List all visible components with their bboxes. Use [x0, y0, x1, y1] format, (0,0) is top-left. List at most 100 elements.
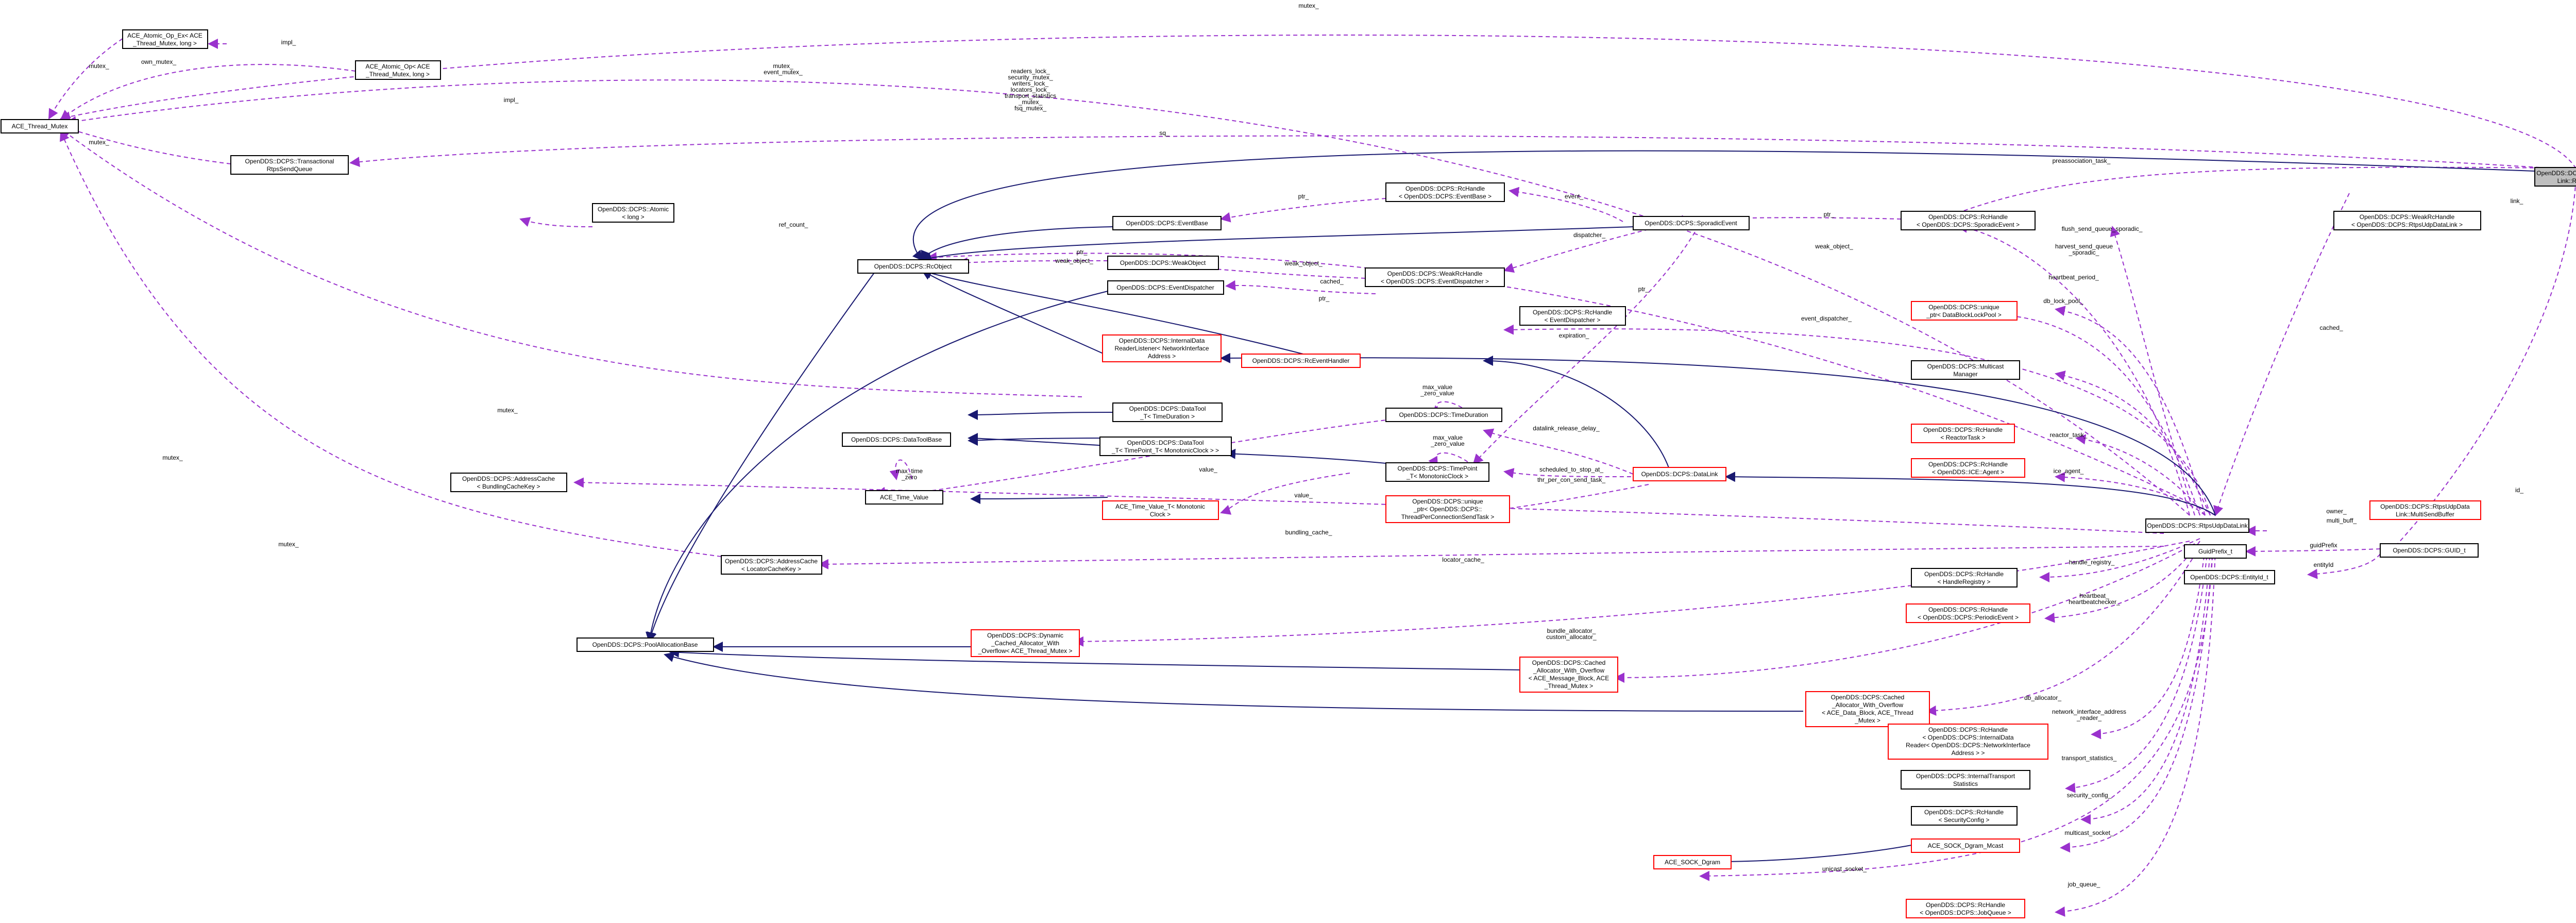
node-datatool-timepoint[interactable]: OpenDDS::DCPS::DataTool _T< TimePoint_T<… — [1099, 437, 1232, 456]
edge-label-max-zero-value: max_value_zero_value — [1420, 383, 1454, 397]
node-address-cache-locator[interactable]: OpenDDS::DCPS::AddressCache < LocatorCac… — [721, 555, 822, 575]
node-atomic-op-ex[interactable]: ACE_Atomic_Op_Ex< ACE _Thread_Mutex, lon… — [122, 29, 208, 49]
node-rtpsudp-reader[interactable]: OpenDDS::DCPS::RtpsUdpData Link::RtpsRea… — [2534, 167, 2576, 187]
node-label: OpenDDS::DCPS::AddressCache — [725, 558, 818, 565]
edge-label-mutex: mutex_ — [89, 62, 109, 70]
node-dynamic-cached-allocator[interactable]: OpenDDS::DCPS::Dynamic _Cached_Allocator… — [971, 629, 1080, 657]
edge-label-mutex: mutex_ — [497, 407, 518, 414]
node-label: OpenDDS::DCPS::WeakRcHandle — [2360, 213, 2455, 221]
edge-label-max-zero-value: max_value_zero_value — [1430, 434, 1465, 447]
node-weakobject[interactable]: OpenDDS::DCPS::WeakObject — [1107, 256, 1219, 270]
node-sporadic-event[interactable]: OpenDDS::DCPS::SporadicEvent — [1633, 216, 1750, 230]
node-ace-time-value-t[interactable]: ACE_Time_Value_T< Monotonic Clock > — [1102, 500, 1219, 520]
node-cached-allocator-message-block[interactable]: OpenDDS::DCPS::Cached _Allocator_With_Ov… — [1519, 657, 1618, 693]
node-rchandle-reactor[interactable]: OpenDDS::DCPS::RcHandle < ReactorTask > — [1911, 424, 2015, 443]
node-eventbase[interactable]: OpenDDS::DCPS::EventBase — [1112, 216, 1222, 230]
node-rchandle-internal-data-reader[interactable]: OpenDDS::DCPS::RcHandle < OpenDDS::DCPS:… — [1888, 724, 2048, 760]
edge-label-expiration: expiration_ — [1559, 332, 1589, 339]
edge-label-heartbeat: heartbeat_heartbeatchecker_ — [2069, 592, 2120, 606]
node-label: ACE_SOCK_Dgram — [1665, 859, 1720, 866]
node-weak-rchandle-link[interactable]: OpenDDS::DCPS::WeakRcHandle < OpenDDS::D… — [2333, 211, 2481, 230]
node-ace-sock-dgram[interactable]: ACE_SOCK_Dgram — [1653, 855, 1732, 869]
node-rchandle-registry[interactable]: OpenDDS::DCPS::RcHandle < HandleRegistry… — [1911, 568, 2018, 588]
node-label: OpenDDS::DCPS::EventDispatcher — [1116, 284, 1214, 291]
node-label: RtpsSendQueue — [267, 165, 313, 173]
node-rtps-udp-datalink[interactable]: OpenDDS::DCPS::RtpsUdpDataLink — [2145, 518, 2249, 533]
edge-label-transport-statistics: transport_statistics_ — [2062, 754, 2117, 762]
edge-label-event: event_ — [1565, 193, 1583, 200]
node-event-dispatcher[interactable]: OpenDDS::DCPS::EventDispatcher — [1107, 280, 1224, 295]
edge-label-handle-registry: handle_registry_ — [2069, 559, 2115, 566]
edge-label-ice-agent: ice_agent_ — [2054, 467, 2084, 475]
node-multicast-manager[interactable]: OpenDDS::DCPS::Multicast Manager — [1911, 360, 2020, 380]
node-label: < OpenDDS::DCPS::EventBase > — [1399, 193, 1492, 200]
node-label: OpenDDS::DCPS::RcHandle — [1928, 213, 2008, 221]
edge-label-network-interface-address-reader: network_interface_address_reader_ — [2052, 708, 2126, 721]
node-label: ThreadPerConnectionSendTask > — [1401, 513, 1494, 521]
node-label: < ReactorTask > — [1940, 434, 1985, 441]
edge-label-weak-object: weak_object_ — [1815, 243, 1853, 250]
edge-label-scheduled-to-stop-at: scheduled_to_stop_at_ — [1539, 466, 1603, 473]
edge-label-mutex: mutex_ — [89, 139, 109, 146]
node-rchandle-periodic[interactable]: OpenDDS::DCPS::RcHandle < OpenDDS::DCPS:… — [1906, 603, 2030, 623]
node-weak-rchandle-dispatcher[interactable]: OpenDDS::DCPS::WeakRcHandle < OpenDDS::D… — [1365, 267, 1505, 287]
node-internal-transport-statistics[interactable]: OpenDDS::DCPS::InternalTransport Statist… — [1901, 770, 2030, 790]
edge-label-multi-buff: multi_buff_ — [2327, 517, 2357, 524]
node-label: _Mutex > — [1854, 717, 1880, 724]
node-label: < ACE_Message_Block, ACE — [1529, 675, 1609, 682]
edge-label-entity-id: entityId — [2314, 561, 2334, 568]
node-rcobject[interactable]: OpenDDS::DCPS::RcObject — [857, 259, 969, 274]
node-ace-thread-mutex[interactable]: ACE_Thread_Mutex — [1, 119, 79, 133]
node-rchandle-security[interactable]: OpenDDS::DCPS::RcHandle < SecurityConfig… — [1911, 806, 2018, 826]
node-ace-time-value[interactable]: ACE_Time_Value — [865, 490, 943, 505]
node-timepoint[interactable]: OpenDDS::DCPS::TimePoint _T< MonotonicCl… — [1385, 462, 1489, 482]
node-rceventhandler[interactable]: OpenDDS::DCPS::RcEventHandler — [1241, 354, 1361, 368]
node-label: < SecurityConfig > — [1939, 816, 1990, 824]
node-datatool-duration[interactable]: OpenDDS::DCPS::DataTool _T< TimeDuration… — [1112, 402, 1223, 422]
node-guidprefix[interactable]: GuidPrefix_t — [2184, 544, 2247, 559]
node-transactional-send-queue[interactable]: OpenDDS::DCPS::Transactional RtpsSendQue… — [230, 155, 349, 175]
edge-label-mutex-list: readers_lock_security_mutex_writers_lock… — [1005, 68, 1056, 112]
node-unique-ptr-lockpool[interactable]: OpenDDS::DCPS::unique _ptr< DataBlockLoc… — [1911, 301, 2018, 321]
node-rchandle-eventbase[interactable]: OpenDDS::DCPS::RcHandle < OpenDDS::DCPS:… — [1385, 182, 1505, 202]
node-label: OpenDDS::DCPS::unique — [1412, 498, 1483, 505]
node-time-duration[interactable]: OpenDDS::DCPS::TimeDuration — [1385, 408, 1502, 422]
node-ace-sock-dgram-mcast[interactable]: ACE_SOCK_Dgram_Mcast — [1911, 838, 2020, 853]
node-multi-send-buffer[interactable]: OpenDDS::DCPS::RtpsUdpData Link::MultiSe… — [2369, 500, 2481, 520]
node-label: ACE_Time_Value — [880, 494, 928, 501]
node-entityid[interactable]: OpenDDS::DCPS::EntityId_t — [2184, 570, 2275, 584]
node-rchandle-sporadic[interactable]: OpenDDS::DCPS::RcHandle < OpenDDS::DCPS:… — [1901, 211, 2036, 230]
node-label: Statistics — [1953, 780, 1978, 787]
node-datatool-base[interactable]: OpenDDS::DCPS::DataToolBase — [842, 432, 951, 447]
node-rchandle-dispatcher[interactable]: OpenDDS::DCPS::RcHandle < EventDispatche… — [1519, 306, 1626, 326]
edge-label-mutex: mutex_ — [1298, 2, 1319, 9]
node-guid[interactable]: OpenDDS::DCPS::GUID_t — [2380, 543, 2479, 558]
node-atomic-long[interactable]: OpenDDS::DCPS::Atomic < long > — [592, 203, 674, 223]
edge-label-security-config: security_config_ — [2067, 792, 2112, 799]
edge-label-value: value_ — [1199, 466, 1217, 473]
node-label: OpenDDS::DCPS::RcHandle — [1928, 606, 2008, 613]
node-atomic-op[interactable]: ACE_Atomic_Op< ACE _Thread_Mutex, long > — [355, 60, 441, 80]
node-label: OpenDDS::DCPS::DataTool — [1129, 405, 1206, 412]
node-datalink[interactable]: OpenDDS::DCPS::DataLink — [1633, 467, 1726, 481]
node-rchandle-ice[interactable]: OpenDDS::DCPS::RcHandle < OpenDDS::ICE::… — [1911, 458, 2025, 478]
node-label: _Cached_Allocator_With — [991, 640, 1059, 647]
node-unique-ptr-thread[interactable]: OpenDDS::DCPS::unique _ptr< OpenDDS::DCP… — [1385, 495, 1510, 523]
node-label: < OpenDDS::DCPS::JobQueue > — [1920, 909, 2011, 916]
edge-label-mutex-event: mutex_event_mutex_ — [764, 62, 803, 76]
node-internal-data-reader-listener[interactable]: OpenDDS::DCPS::InternalData ReaderListen… — [1102, 334, 1222, 362]
node-label: OpenDDS::DCPS::Dynamic — [987, 632, 1063, 639]
node-pool-allocation-base[interactable]: OpenDDS::DCPS::PoolAllocationBase — [577, 637, 714, 652]
node-address-cache-bundling[interactable]: OpenDDS::DCPS::AddressCache < BundlingCa… — [450, 473, 567, 492]
edge-label-weak-object: weak_object_ — [1055, 257, 1093, 264]
node-label: OpenDDS::DCPS::Multicast — [1927, 363, 2004, 370]
node-label: OpenDDS::DCPS::SporadicEvent — [1645, 220, 1737, 227]
node-label: < OpenDDS::DCPS::InternalData — [1922, 734, 2013, 741]
node-label: _Thread_Mutex, long > — [365, 71, 430, 78]
node-rchandle-jobqueue[interactable]: OpenDDS::DCPS::RcHandle < OpenDDS::DCPS:… — [1906, 899, 2025, 918]
node-label: < long > — [622, 213, 644, 221]
node-label: OpenDDS::DCPS::TimePoint — [1398, 465, 1478, 472]
node-cached-allocator-data-block[interactable]: OpenDDS::DCPS::Cached _Allocator_With_Ov… — [1805, 691, 1930, 727]
edge-label-unicast-socket: unicast_socket_ — [1822, 865, 1867, 872]
edge-labels: mutex_ impl_ own_mutex_ mutex_ impl_ mut… — [89, 2, 2523, 888]
